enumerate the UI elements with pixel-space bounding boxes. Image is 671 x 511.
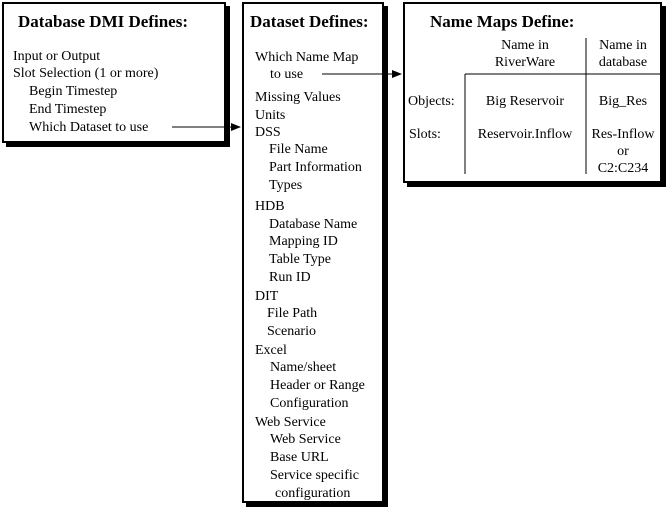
dataset-defines-title: Dataset Defines: (250, 12, 369, 31)
dmi-item-slot-selection: Slot Selection (1 or more) (13, 66, 159, 81)
row-slots-riverware: Reservoir.Inflow (477, 127, 573, 142)
dss-file-name: File Name (269, 142, 328, 157)
dataset-dss-label: DSS (255, 125, 281, 140)
row-objects-riverware: Big Reservoir (485, 94, 565, 109)
row-objects-label: Objects: (408, 94, 455, 109)
hdb-table-type: Table Type (269, 252, 331, 267)
col-database-header-line2: database (598, 55, 648, 70)
dmi-item-end-timestep: End Timestep (29, 102, 107, 117)
dataset-which-name-map-line2: to use (270, 67, 304, 82)
web-configuration: configuration (275, 486, 351, 501)
dataset-defines-box (242, 2, 384, 503)
hdb-run-id: Run ID (269, 270, 311, 285)
dmi-item-which-dataset: Which Dataset to use (29, 120, 149, 135)
dss-types: Types (269, 178, 303, 193)
dataset-missing-values: Missing Values (255, 90, 341, 105)
row-slots-database-line1: Res-Inflow (591, 127, 655, 142)
col-riverware-header-line2: RiverWare (494, 55, 556, 70)
row-slots-database-line3: C2:C234 (597, 161, 649, 176)
col-riverware-header-line1: Name in (501, 38, 549, 53)
web-service-specific: Service specific (270, 468, 360, 483)
excel-configuration: Configuration (270, 396, 349, 411)
dit-scenario: Scenario (267, 324, 316, 339)
database-dmi-box (2, 2, 226, 143)
row-slots-database-line2: or (617, 144, 629, 159)
dataset-which-name-map-line1: Which Name Map (255, 50, 359, 65)
col-database-header-line1: Name in (599, 38, 647, 53)
hdb-mapping-id: Mapping ID (269, 234, 338, 249)
dmi-item-input-output: Input or Output (13, 49, 101, 64)
dataset-web-service-label: Web Service (255, 415, 326, 430)
dmi-item-begin-timestep: Begin Timestep (29, 84, 118, 99)
excel-name-sheet: Name/sheet (270, 360, 337, 375)
name-maps-box (403, 2, 662, 183)
dataset-units: Units (255, 108, 286, 123)
dit-file-path: File Path (267, 306, 318, 321)
dataset-excel-label: Excel (255, 343, 287, 358)
database-dmi-title: Database DMI Defines: (18, 12, 188, 31)
dataset-hdb-label: HDB (255, 199, 285, 214)
name-maps-title: Name Maps Define: (430, 12, 575, 31)
hdb-database-name: Database Name (269, 217, 358, 232)
row-objects-database: Big_Res (598, 94, 648, 109)
row-slots-label: Slots: (409, 127, 441, 142)
excel-header-or-range: Header or Range (270, 378, 365, 393)
dss-part-information: Part Information (269, 160, 362, 175)
web-service-item: Web Service (270, 432, 341, 447)
web-base-url: Base URL (270, 450, 329, 465)
dataset-dit-label: DIT (255, 289, 279, 304)
